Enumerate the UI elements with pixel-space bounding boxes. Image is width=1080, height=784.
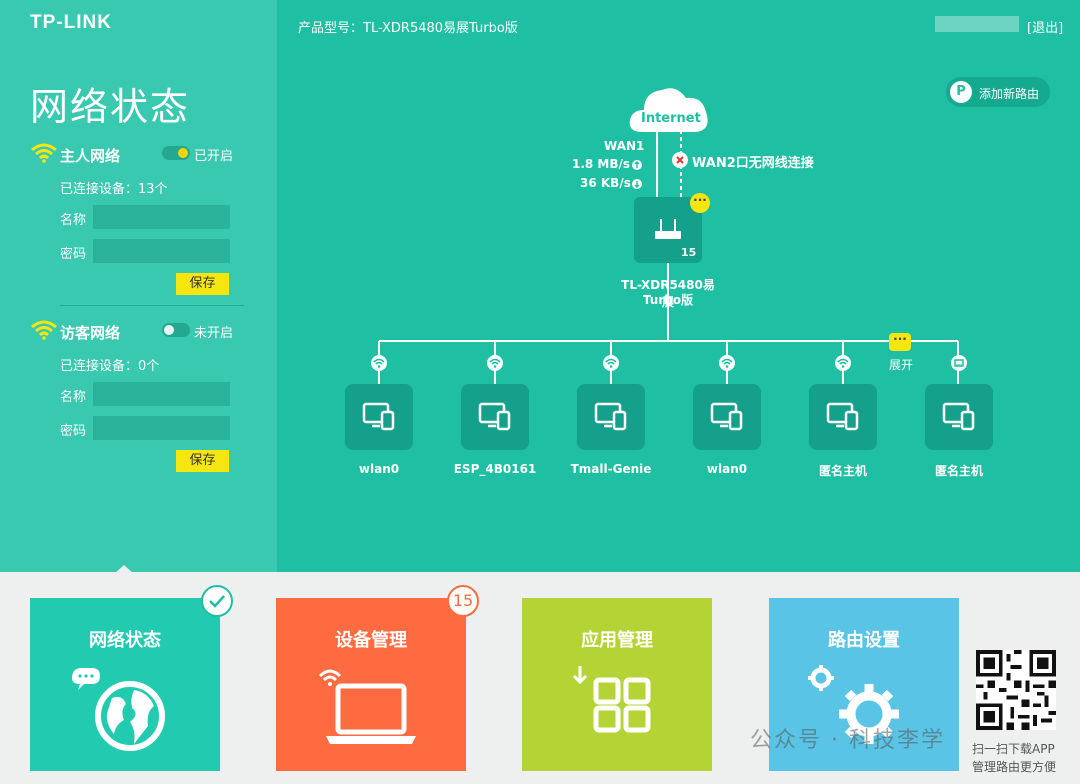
guest-network-name: 访客网络 xyxy=(60,324,121,342)
globe-icon xyxy=(72,668,165,751)
watermark-text: 公众号 · 科技李学 xyxy=(750,728,945,753)
main-network-status: 已开启 xyxy=(194,149,234,164)
selected-check-badge xyxy=(201,585,233,617)
guest-network-password-row: 密码 xyxy=(60,416,260,440)
check-icon xyxy=(209,595,225,608)
device-icon xyxy=(594,402,627,431)
router-icon xyxy=(655,219,681,239)
tile-device-management[interactable]: 设备管理 xyxy=(276,598,466,771)
device-node[interactable] xyxy=(345,384,413,450)
wifi-connection-icon xyxy=(719,355,735,371)
divider xyxy=(60,305,244,306)
wifi-icon xyxy=(31,143,57,163)
main-network-connected: 已连接设备：13个 xyxy=(60,182,168,197)
guest-network-header: 访客网络 未开启 xyxy=(30,320,245,344)
tile-title: 网络状态 xyxy=(89,630,161,651)
expand-link[interactable]: 展开 xyxy=(889,358,914,372)
wifi-connection-icon xyxy=(835,355,851,371)
device-node[interactable] xyxy=(461,384,529,450)
internet-cloud-icon xyxy=(629,88,708,132)
password-label: 密码 xyxy=(60,424,87,439)
add-router-label: 添加新路由 xyxy=(979,87,1040,101)
device-label: Tmall-Genie xyxy=(570,462,652,476)
router-name-line2: Turbo版 xyxy=(642,293,694,307)
guest-network-connected: 已连接设备：0个 xyxy=(60,359,160,374)
internet-label: Internet xyxy=(641,111,701,126)
wired-connection-icon xyxy=(951,355,967,371)
tile-router-settings[interactable]: 路由设置 xyxy=(769,598,959,771)
wan2-status: WAN2口无网线连接 xyxy=(692,156,814,171)
logout-link[interactable]: [退出] xyxy=(1027,21,1064,36)
device-count-badge: 15 xyxy=(447,585,479,617)
device-label: wlan0 xyxy=(358,462,400,476)
device-icon xyxy=(478,402,511,431)
download-speed: 36 KB/s xyxy=(580,176,631,190)
device-label: wlan0 xyxy=(706,462,748,476)
device-node[interactable] xyxy=(925,384,993,450)
main-network-name-field[interactable] xyxy=(93,205,230,229)
device-icon xyxy=(710,402,743,431)
name-label: 名称 xyxy=(60,213,87,228)
wifi-connection-icon xyxy=(371,355,387,371)
device-node[interactable] xyxy=(577,384,645,450)
laptop-icon xyxy=(318,669,416,744)
device-icon xyxy=(826,402,859,431)
app-download-text: 扫一扫下载APP xyxy=(972,742,1055,756)
tplink-p-icon: P xyxy=(950,81,972,103)
upload-speed: 1.8 MB/s xyxy=(572,157,631,171)
upload-arrow-icon xyxy=(632,160,642,170)
topology-lines xyxy=(378,130,959,384)
password-label: 密码 xyxy=(60,247,87,262)
qr-code-image xyxy=(976,650,1056,730)
main-network-name-row: 名称 xyxy=(60,205,260,229)
main-network-header: 主人网络 已开启 xyxy=(30,143,245,167)
device-label: 匿名主机 xyxy=(934,464,983,478)
apps-grid-icon xyxy=(572,666,651,733)
guest-network-name-field[interactable] xyxy=(93,382,230,406)
guest-network-save-button[interactable]: 保存 xyxy=(176,450,229,472)
name-label: 名称 xyxy=(60,390,87,405)
guest-network-status: 未开启 xyxy=(194,326,234,341)
tile-network-status[interactable]: 网络状态 xyxy=(30,598,220,771)
expand-more-button[interactable]: ··· xyxy=(889,333,911,351)
guest-network-name-row: 名称 xyxy=(60,382,260,406)
brand-logo: TP-LINK xyxy=(30,12,112,33)
tile-title: 设备管理 xyxy=(335,630,407,651)
device-node[interactable] xyxy=(693,384,761,450)
router-name-line1: TL-XDR5480易展 xyxy=(621,278,715,309)
active-tab-caret xyxy=(114,565,134,574)
router-more-button[interactable]: ··· xyxy=(690,193,710,213)
main-network-toggle[interactable] xyxy=(162,146,190,160)
tile-title: 应用管理 xyxy=(581,630,653,651)
gear-icon xyxy=(808,665,899,744)
tile-app-management[interactable]: 应用管理 xyxy=(522,598,712,771)
add-router-button[interactable]: P 添加新路由 xyxy=(946,77,1050,107)
product-model: 产品型号：TL-XDR5480易展Turbo版 xyxy=(298,21,518,36)
app-manage-text: 管理路由更方便 xyxy=(972,760,1057,774)
username xyxy=(935,16,1019,32)
device-node[interactable] xyxy=(809,384,877,450)
device-icon xyxy=(942,402,975,431)
top-panel: TP-LINK 网络状态 主人网络 已开启 已连接设备：13个 名称 密码 xyxy=(0,0,1080,574)
main-network-save-button[interactable]: 保存 xyxy=(176,273,229,295)
device-icon xyxy=(362,402,395,431)
wan1-label: WAN1 xyxy=(604,139,645,153)
main-network-password-field[interactable] xyxy=(93,239,230,263)
device-label: 匿名主机 xyxy=(818,464,867,478)
page-title: 网络状态 xyxy=(30,85,191,129)
wifi-connection-icon xyxy=(603,355,619,371)
download-arrow-icon xyxy=(632,179,642,189)
tile-title: 路由设置 xyxy=(828,630,900,651)
router-device-count: 15 xyxy=(681,246,697,259)
main-network-name: 主人网络 xyxy=(60,147,121,165)
error-icon xyxy=(672,152,688,168)
device-label: ESP_4B0161 xyxy=(453,462,537,476)
wifi-icon xyxy=(31,320,57,340)
main-network-password-row: 密码 xyxy=(60,239,260,263)
guest-network-toggle[interactable] xyxy=(162,323,190,337)
guest-network-password-field[interactable] xyxy=(93,416,230,440)
wifi-connection-icon xyxy=(487,355,503,371)
sidebar: TP-LINK 网络状态 主人网络 已开启 已连接设备：13个 名称 密码 xyxy=(0,0,277,574)
